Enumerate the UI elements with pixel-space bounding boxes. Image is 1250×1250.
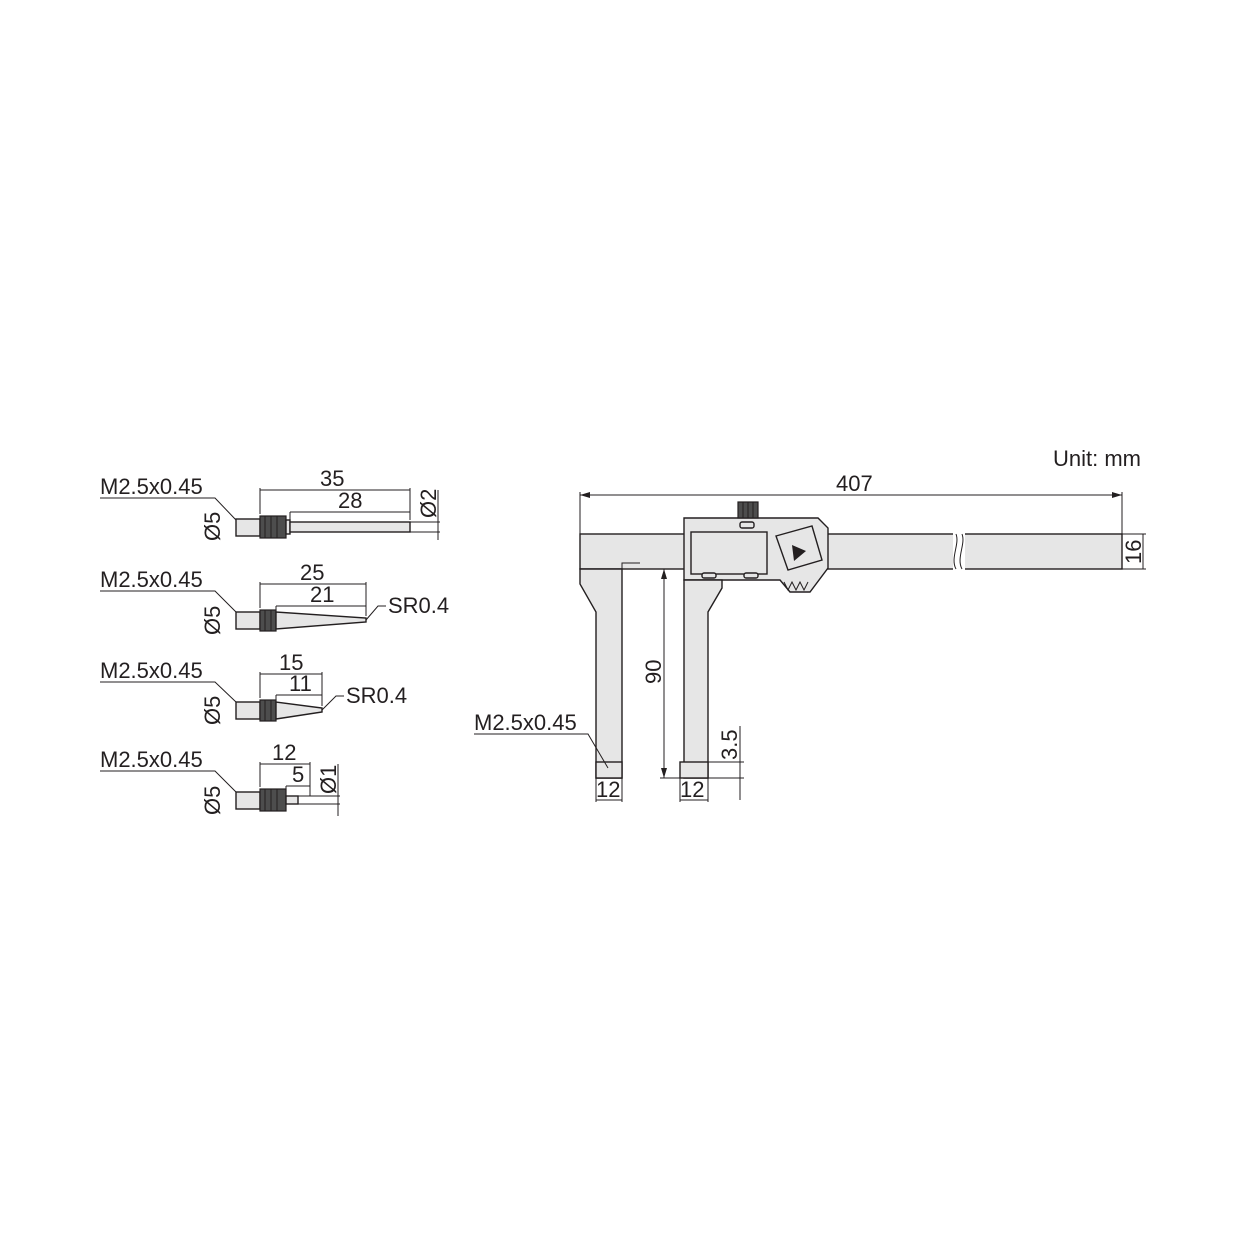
- tip-4-drawing: M2.5x0.45 Ø5 12 5 Ø1: [100, 740, 341, 816]
- caliper-jaw-width-fixed: 12: [596, 777, 620, 802]
- caliper-jaw-width-slide: 12: [680, 777, 704, 802]
- tip-3-shank-dia-label: Ø5: [200, 696, 225, 725]
- tip-1-shank-dia-label: Ø5: [200, 512, 225, 541]
- tip-2-radius-label: SR0.4: [388, 593, 449, 618]
- tip-4-tip-length: 5: [292, 762, 304, 787]
- caliper-overall-length: 407: [836, 471, 873, 496]
- tip-1-drawing: M2.5x0.45 Ø5 35 28 Ø2: [100, 466, 441, 541]
- tip-1-thread-label: M2.5x0.45: [100, 474, 203, 499]
- tip-2-tip-length: 21: [310, 582, 334, 607]
- tip-3-drawing: M2.5x0.45 Ø5 15 11 SR0.4: [100, 650, 407, 725]
- tip-4-thread-label: M2.5x0.45: [100, 747, 203, 772]
- tip-2-shank-dia-label: Ø5: [200, 606, 225, 635]
- tip-3-length: 15: [279, 650, 303, 675]
- tip-4-shank-dia-label: Ø5: [200, 786, 225, 815]
- caliper-thread-label: M2.5x0.45: [474, 710, 577, 735]
- tip-1-tip-length: 28: [338, 488, 362, 513]
- tip-2-length: 25: [300, 560, 324, 585]
- tip-2-drawing: M2.5x0.45 Ø5 25 21 SR0.4: [100, 560, 449, 635]
- tip-3-radius-label: SR0.4: [346, 683, 407, 708]
- unit-label: Unit: mm: [1053, 446, 1141, 471]
- tip-3-thread-label: M2.5x0.45: [100, 658, 203, 683]
- tip-1-length: 35: [320, 466, 344, 491]
- caliper-drawing: 407 16 M2.5x0.45 12: [474, 471, 1146, 802]
- caliper-jaw-depth: 90: [641, 660, 666, 684]
- tip-4-length: 12: [272, 740, 296, 765]
- tip-4-tip-dia: Ø1: [316, 765, 341, 794]
- tip-2-thread-label: M2.5x0.45: [100, 567, 203, 592]
- caliper-beam-height: 16: [1121, 540, 1146, 564]
- tip-3-tip-length: 11: [289, 671, 312, 696]
- caliper-jaw-tip: 3.5: [717, 729, 742, 760]
- tip-1-tip-dia: Ø2: [416, 489, 441, 518]
